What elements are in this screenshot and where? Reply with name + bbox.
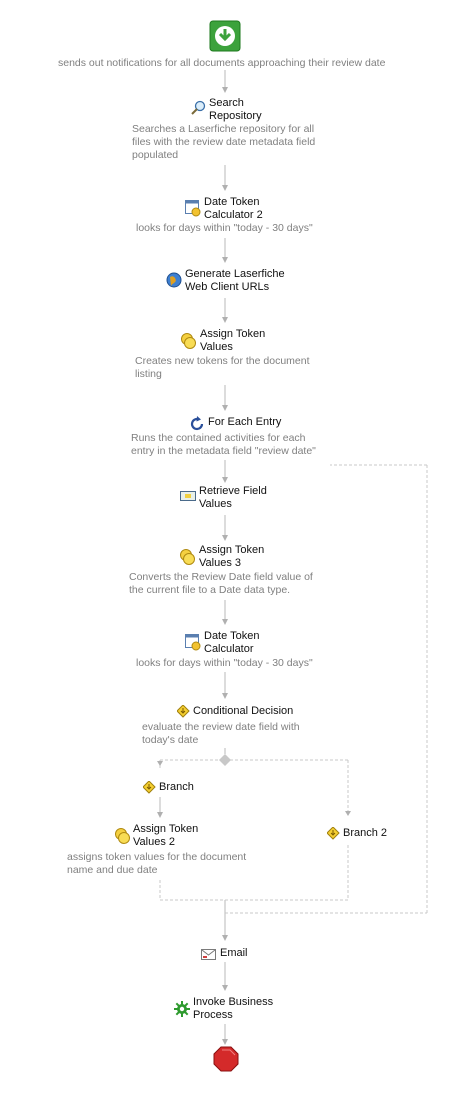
for-each-title: For Each Entry: [208, 416, 282, 428]
invoke-title-1: Invoke Business: [193, 996, 274, 1008]
for-each-desc-1: Runs the contained activities for each: [131, 432, 306, 444]
calendar-icon: [185, 634, 201, 651]
assign-token-title-1: Assign Token: [200, 328, 266, 340]
stop-octagon-icon: [213, 1046, 239, 1072]
branch-2-title: Branch 2: [343, 827, 388, 839]
assign-token-values-2-activity[interactable]: Assign Token Values 2: [114, 823, 214, 854]
assign-token-3-desc-1: Converts the Review Date field value of: [129, 571, 313, 583]
date-token-2-title-2: Calculator 2: [204, 209, 263, 221]
token-coins-icon: [180, 549, 195, 565]
generate-urls-title-1: Generate Laserfiche: [185, 268, 285, 280]
globe-icon: [166, 272, 182, 288]
branch-title: Branch: [159, 781, 194, 793]
search-repository-desc-1: Searches a Laserfiche repository for all: [132, 123, 315, 135]
token-coins-icon: [181, 333, 196, 349]
search-repository-desc-2: files with the review date metadata fiel…: [132, 136, 316, 148]
date-token-title-2: Calculator: [204, 643, 254, 655]
assign-token-3-desc-2: the current file to a Date data type.: [129, 584, 291, 596]
date-token-2-desc: looks for days within "today - 30 days": [136, 222, 313, 234]
for-each-entry-activity[interactable]: For Each Entry: [190, 416, 290, 432]
search-repository-desc-3: populated: [132, 149, 179, 161]
assign-token-values-3-activity[interactable]: Assign Token Values 3: [179, 544, 279, 575]
assign-token-3-title-2: Values 3: [199, 557, 241, 569]
start-node[interactable]: [209, 20, 241, 52]
date-token-calculator-2-activity[interactable]: Date Token Calculator 2: [185, 196, 275, 227]
search-repository-activity[interactable]: Search Repository: [190, 97, 280, 128]
assign-token-2-title-2: Values 2: [133, 836, 175, 848]
retrieve-field-values-activity[interactable]: Retrieve Field Values: [180, 485, 280, 516]
retrieve-field-title-1: Retrieve Field: [199, 485, 267, 497]
generate-urls-title-2: Web Client URLs: [185, 281, 270, 293]
conditional-desc-1: evaluate the review date field with: [142, 721, 300, 733]
invoke-business-process-activity[interactable]: Invoke Business Process: [174, 996, 284, 1027]
assign-token-2-desc-1: assigns token values for the document: [67, 851, 247, 863]
assign-token-2-title-1: Assign Token: [133, 823, 199, 835]
search-repository-title-1: Search: [209, 97, 244, 109]
date-token-calculator-activity[interactable]: Date Token Calculator: [185, 630, 275, 661]
field-form-icon: [180, 491, 196, 501]
email-envelope-icon: [201, 949, 216, 960]
email-title: Email: [220, 947, 248, 959]
search-repository-title-2: Repository: [209, 110, 262, 122]
loop-arrow-icon: [190, 416, 204, 431]
token-coins-icon: [115, 828, 130, 844]
email-activity[interactable]: Email: [201, 947, 261, 963]
conditional-title: Conditional Decision: [193, 705, 294, 717]
conditional-desc-2: today's date: [142, 734, 199, 746]
assign-token-3-title-1: Assign Token: [199, 544, 265, 556]
date-token-title-1: Date Token: [204, 630, 260, 642]
date-token-desc: looks for days within "today - 30 days": [136, 657, 313, 669]
branch-activity[interactable]: Branch: [143, 781, 203, 797]
retrieve-field-title-2: Values: [199, 498, 232, 510]
branch-2-activity[interactable]: Branch 2: [327, 827, 397, 843]
gear-icon: [174, 1001, 190, 1017]
assign-token-title-2: Values: [200, 341, 233, 353]
for-each-desc-2: entry in the metadata field "review date…: [131, 445, 316, 457]
conditional-decision-activity[interactable]: Conditional Decision: [177, 705, 297, 721]
date-token-2-title-1: Date Token: [204, 196, 260, 208]
magnifier-icon: [191, 100, 206, 115]
assign-token-values-activity[interactable]: Assign Token Values: [180, 328, 280, 359]
invoke-title-2: Process: [193, 1009, 233, 1021]
decision-diamond-icon: [177, 705, 190, 718]
merge-diamond: [219, 754, 231, 766]
calendar-icon: [185, 200, 201, 217]
assign-token-2-desc-2: name and due date: [67, 864, 158, 876]
branch-diamond-icon: [143, 781, 156, 794]
generate-urls-activity[interactable]: Generate Laserfiche Web Client URLs: [166, 268, 286, 299]
branch-diamond-icon: [327, 827, 340, 840]
stop-node[interactable]: [213, 1046, 239, 1072]
assign-token-desc-1: Creates new tokens for the document: [135, 355, 310, 367]
assign-token-desc-2: listing: [135, 368, 162, 380]
start-description: sends out notifications for all document…: [58, 57, 386, 69]
start-download-icon: [209, 20, 241, 52]
